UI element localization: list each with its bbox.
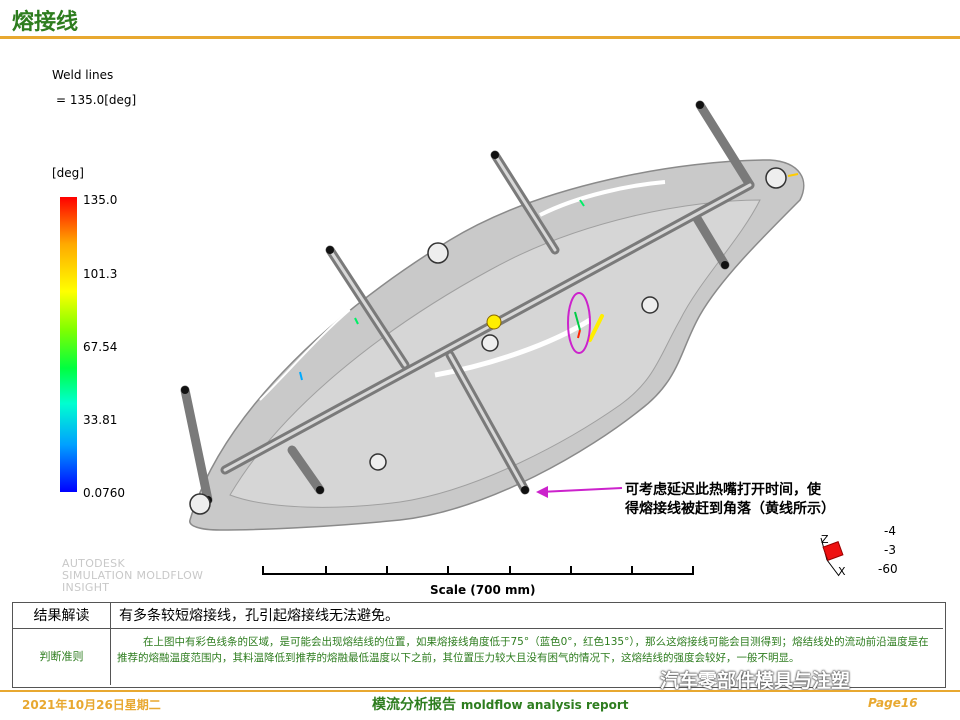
bottom-divider bbox=[0, 690, 960, 692]
legend-tick: 135.0 bbox=[83, 193, 118, 207]
top-divider bbox=[0, 36, 960, 39]
legend-tick: 0.0760 bbox=[83, 486, 125, 500]
moldflow-logo: AUTODESK SIMULATION MOLDFLOW INSIGHT bbox=[62, 557, 204, 594]
rotation-value: -4 bbox=[884, 524, 896, 538]
suggested-weld-line bbox=[588, 314, 604, 342]
footer-report-title: 模流分析报告 moldflow analysis report bbox=[372, 697, 629, 713]
legend-tick: 33.81 bbox=[83, 413, 118, 427]
scale-label: Scale (700 mm) bbox=[430, 583, 536, 597]
annotation-text: 可考虑延迟此热嘴打开时间，使 得熔接线被赶到角落（黄线所示） bbox=[625, 482, 835, 517]
annotation-arrowhead bbox=[536, 486, 548, 498]
page-number: Page16 bbox=[868, 696, 918, 710]
legend-tick: 67.54 bbox=[83, 340, 118, 354]
legend-unit: [deg] bbox=[52, 166, 84, 180]
hot-runner-highlight bbox=[223, 153, 752, 492]
legend-title: Weld lines bbox=[52, 68, 114, 82]
scale-tick bbox=[325, 566, 327, 575]
scale-tick bbox=[692, 566, 694, 575]
rotation-value: -60 bbox=[878, 562, 898, 576]
axis-z-label: Z bbox=[821, 533, 829, 546]
footer-date: 2021年10月26日星期二 bbox=[22, 698, 161, 712]
injection-point bbox=[486, 314, 502, 330]
slot-opening bbox=[539, 180, 666, 217]
part-inner bbox=[229, 199, 761, 508]
legend-tick: 101.3 bbox=[83, 267, 118, 281]
scale-bar bbox=[262, 573, 694, 575]
slot-opening bbox=[259, 309, 351, 401]
criteria-label-cell: 判断准则 bbox=[13, 629, 111, 685]
mounting-holes bbox=[189, 167, 787, 515]
result-label-cell: 结果解读 bbox=[13, 603, 111, 629]
part-model-view[interactable] bbox=[160, 90, 810, 550]
weld-line-highlight-ellipse bbox=[567, 292, 591, 354]
scale-tick bbox=[262, 566, 264, 575]
axis-x-label: X bbox=[838, 565, 846, 578]
page-title: 熔接线 bbox=[12, 10, 79, 35]
scale-tick bbox=[386, 566, 388, 575]
scale-tick bbox=[570, 566, 572, 575]
rotation-value: -3 bbox=[884, 543, 896, 557]
scale-tick bbox=[509, 566, 511, 575]
scale-tick bbox=[447, 566, 449, 575]
annotation-arrow bbox=[539, 487, 623, 493]
watermark: 汽车零部件模具与注塑 bbox=[660, 670, 851, 692]
legend-color-bar bbox=[60, 197, 77, 492]
scale-tick bbox=[631, 566, 633, 575]
weld-lines bbox=[299, 173, 799, 381]
triad-cube-icon bbox=[822, 541, 844, 561]
legend-subtitle: = 135.0[deg] bbox=[56, 93, 137, 107]
results-table: 结果解读 有多条较短熔接线，孔引起熔接线无法避免。 判断准则 在上图中有彩色线条… bbox=[12, 602, 946, 688]
criteria-text-cell: 在上图中有彩色线条的区域，是可能会出现熔结线的位置，如果熔接线角度低于75°（蓝… bbox=[117, 636, 929, 664]
orientation-triad bbox=[820, 537, 844, 577]
result-text-cell: 有多条较短熔接线，孔引起熔接线无法避免。 bbox=[111, 603, 943, 629]
